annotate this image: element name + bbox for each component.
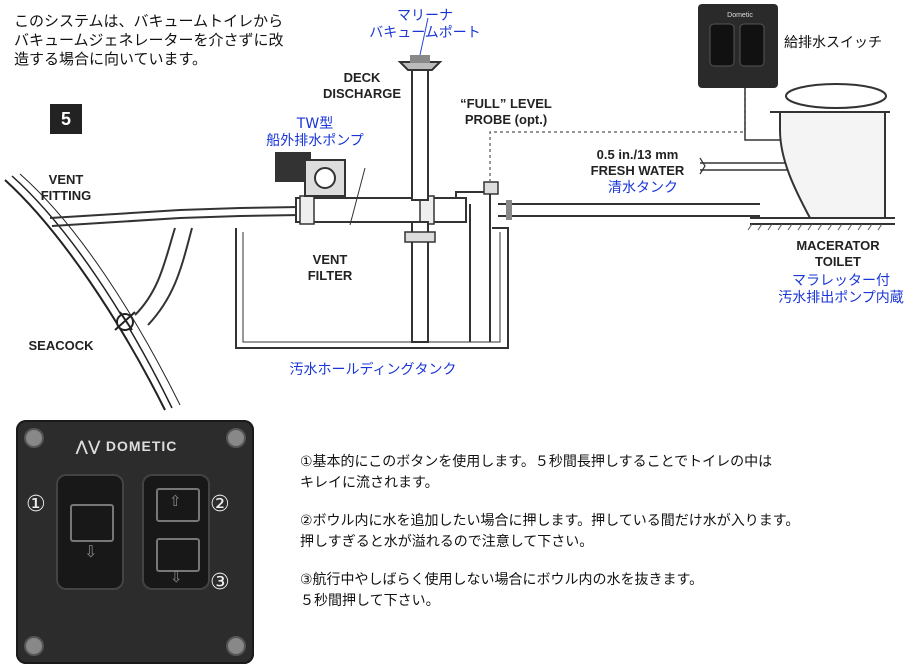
inlet-fitting [483,181,499,195]
hose-clamp [506,200,512,220]
fill-drain-rocker: ⇧ ⇩ [142,474,210,590]
hull-line [11,175,173,409]
seacock-handle [114,311,136,331]
hull-line [19,173,181,406]
add-water-toilet-icon [156,488,200,522]
marker-1: ① [26,492,46,517]
drain-down-arrow-icon: ⇩ [170,568,183,586]
deck-fitting [397,61,443,71]
instructions: ①基本的にこのボタンを使用します。５秒間長押しすることでトイレの中は キレイに流… [300,452,910,629]
tw-pump-port [314,167,336,189]
holding-tank-label: 汚水ホールディングタンク [289,362,457,378]
holding-tank-outline [242,232,501,343]
deck-discharge-label: DECK DISCHARGE [322,70,401,101]
floor-line [750,217,895,225]
switch-rocker-small-2 [739,23,765,67]
floor-hatch [747,223,883,231]
dometic-logo: ⋀⋁ DOMETIC [76,438,178,454]
holding-tank-outline [235,227,509,349]
drain-bowl-button[interactable]: ⇩ [142,532,210,590]
marker-3: ③ [210,570,230,595]
leader-line [349,167,366,226]
vent-fitting-label: VENT FITTING [40,172,92,203]
fresh-water-line [700,162,795,171]
switch-caption: 給排水スイッチ [784,35,882,51]
step-number-badge: 5 [50,104,82,134]
vent-hose [49,206,301,219]
seacock-label: SEACOCK [28,338,94,353]
plumbing-diagram: Dometic [4,4,895,411]
toilet-seat [785,83,887,109]
macerator-toilet-jp-label: マラレッター付 汚水排出ポンプ内蔵 [778,273,904,306]
fresh-water-jp-label: 清水タンク [608,180,678,196]
switch-rocker-small-1 [709,23,735,67]
instruction-2: ②ボウル内に水を追加したい場合に押します。押している間だけ水が入ります。 押しす… [300,513,800,550]
marker-2: ② [210,492,230,517]
switch-panel: ⋀⋁ DOMETIC ⇩ ⇧ ⇩ ① ② ③ [16,420,254,664]
switch-panel-small-brand: Dometic [727,12,753,19]
panel-screw [24,428,44,448]
fresh-water-label: 0.5 in./13 mm FRESH WATER [590,147,685,178]
add-water-button[interactable]: ⇧ [142,474,210,532]
vent-filter-label: VENT FILTER [307,252,353,283]
pumpout-collar [404,231,436,243]
instruction-1: ①基本的にこのボタンを使用します。５秒間長押しすることでトイレの中は キレイに流… [300,454,773,491]
panel-screw [226,428,246,448]
hull-line [4,179,166,411]
macerator-toilet-label: MACERATOR TOILET [796,238,880,269]
pipe-coupling [299,195,315,225]
panel-screw [226,636,246,656]
seacock-hose [147,227,193,326]
flush-rocker-button[interactable]: ⇩ [56,474,124,590]
dometic-logo-mark-icon: ⋀⋁ [76,438,106,454]
switch-wire [744,88,780,141]
toilet-body [779,111,886,219]
add-water-up-arrow-icon: ⇧ [169,492,182,510]
inlet-elbow [455,191,491,342]
marina-port-label: マリーナ バキュームポート [369,8,481,41]
leader-line [419,17,429,56]
full-level-probe-label: “FULL” LEVEL PROBE (opt.) [460,96,552,127]
flush-down-arrow-icon: ⇩ [84,542,98,561]
pumpout-tube [411,221,429,343]
instruction-3: ③航行中やしばらく使用しない場合にボウル内の水を抜きます。 ５秒間押して下さい。 [300,572,704,609]
main-pipe [295,197,467,223]
seacock-hose [134,227,176,316]
deck-cap [410,55,430,63]
vent-hose [51,214,301,227]
drain-toilet-icon [156,538,200,572]
flush-toilet-icon [70,504,114,542]
panel-screw [24,636,44,656]
tw-pump-label: TW型 船外排水ポンプ [266,116,364,149]
deck-discharge-pipe [411,69,429,201]
fresh-water-break [699,157,706,175]
intro-note: このシステムは、バキュームトイレから バキュームジェネレーターを介さずに改 造す… [14,12,284,68]
